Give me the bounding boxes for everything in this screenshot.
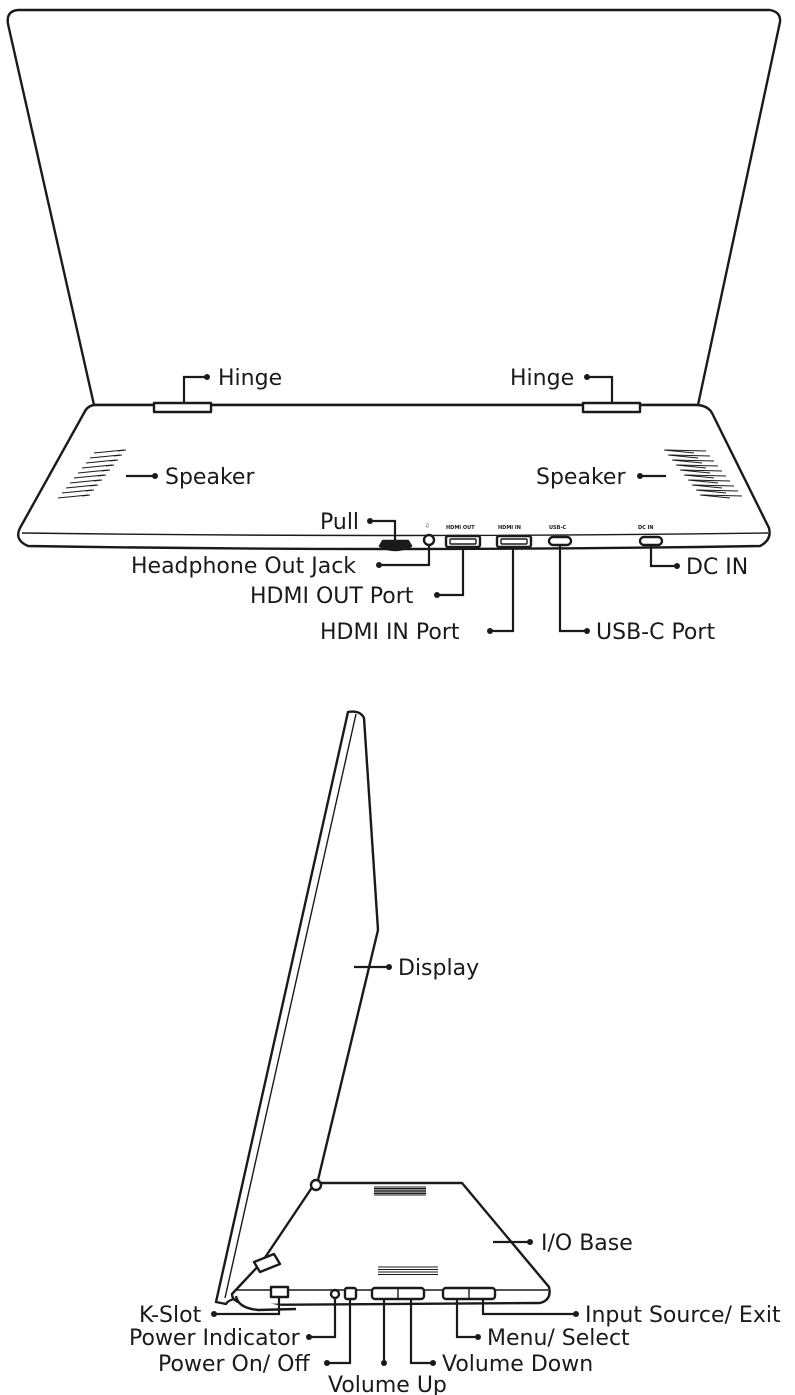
- grille-line: [117, 449, 127, 452]
- grille-line: [109, 459, 119, 462]
- power-indicator-led: [329, 1288, 341, 1300]
- label-hdmi-in: HDMI IN Port: [320, 620, 460, 645]
- volume-down-leader: [409, 1300, 432, 1365]
- top-view: ♫ HDMI OUT HDMI IN USB-C DC IN Hinge: [6, 8, 782, 645]
- input-source-leader: [481, 1300, 575, 1316]
- grille-line: [697, 489, 739, 492]
- grille-line: [85, 489, 95, 492]
- hdmi-in-port-inner: [500, 538, 528, 545]
- grille-line: [681, 469, 723, 472]
- label-hinge-left: Hinge: [218, 366, 282, 391]
- label-volume-up: Volume Up: [328, 1373, 447, 1395]
- pull-notch: [378, 539, 413, 552]
- power-indicator-leader: [310, 1299, 337, 1339]
- grille-line: [689, 479, 731, 482]
- headphone-jack: [422, 533, 436, 547]
- grille-line: [673, 459, 715, 462]
- label-headphone: Headphone Out Jack: [131, 554, 356, 579]
- hinge-left-shape: [152, 401, 213, 414]
- grille-line: [93, 479, 103, 482]
- label-power-on-off: Power On/ Off: [158, 1352, 310, 1377]
- grille-line: [665, 449, 707, 452]
- side-display-edge: [224, 713, 357, 1299]
- grille-line: [89, 484, 99, 487]
- power-button-shape: [343, 1286, 358, 1301]
- side-base-vent-top: [374, 1186, 426, 1196]
- grille-line: [97, 474, 107, 477]
- hdmi-in-marking: HDMI IN: [498, 525, 521, 531]
- label-power-indicator: Power Indicator: [129, 1326, 301, 1351]
- label-hinge-right: Hinge: [510, 366, 574, 391]
- side-base-vent-front: [378, 1266, 438, 1276]
- hdmi-in-port: [495, 534, 533, 549]
- grille-line: [685, 474, 727, 477]
- label-hdmi-out: HDMI OUT Port: [250, 584, 414, 609]
- grille-line: [677, 464, 719, 467]
- base-outline: [17, 403, 771, 551]
- hdmi-out-marking: HDMI OUT: [446, 525, 475, 531]
- k-slot-shape: [269, 1285, 290, 1299]
- grille-line: [113, 454, 123, 457]
- speaker-left-grille: [57, 449, 127, 499]
- grille-line: [701, 494, 743, 497]
- grille-line: [693, 484, 735, 487]
- dc-in-leader: [649, 546, 676, 568]
- base-front-edge: [21, 532, 769, 537]
- hdmi-out-leader: [438, 548, 465, 597]
- hinge-left-leader: [182, 375, 206, 403]
- power-on-off-leader: [328, 1300, 352, 1365]
- dc-in-marking: DC IN: [638, 525, 654, 531]
- label-display: Display: [398, 956, 479, 981]
- label-menu-select: Menu/ Select: [487, 1326, 630, 1351]
- label-io-base: I/O Base: [541, 1231, 633, 1256]
- k-slot-leader: [215, 1298, 281, 1316]
- usb-c-marking: USB-C: [549, 525, 567, 531]
- hdmi-out-port-inner: [449, 538, 477, 545]
- label-pull: Pull: [320, 510, 359, 535]
- menu-select-leader: [455, 1300, 477, 1339]
- grille-line: [105, 464, 115, 467]
- label-speaker-right: Speaker: [536, 465, 626, 490]
- side-view: Display I/O Base K-Slot Power Indicator …: [129, 710, 781, 1395]
- hinge-right-shape: [581, 401, 642, 414]
- label-speaker-left: Speaker: [165, 465, 255, 490]
- label-input-source: Input Source/ Exit: [585, 1303, 781, 1328]
- usb-c-port: [547, 535, 573, 547]
- kickstand-tab: [252, 1252, 282, 1274]
- grille-line: [81, 494, 91, 497]
- headphone-leader: [380, 546, 431, 567]
- display-panel-outline: [6, 8, 782, 407]
- grille-line: [669, 454, 711, 457]
- side-base-outline: [230, 1181, 551, 1307]
- hinge-knob: [309, 1178, 323, 1192]
- label-volume-down: Volume Down: [442, 1352, 593, 1377]
- label-k-slot: K-Slot: [139, 1303, 202, 1328]
- speaker-right-grille: [663, 449, 743, 499]
- hdmi-out-port: [444, 534, 482, 549]
- hdmi-in-leader: [491, 548, 515, 633]
- label-usb-c: USB-C Port: [596, 620, 715, 645]
- grille-line: [101, 469, 111, 472]
- pull-leader: [371, 519, 397, 544]
- headphone-symbol: ♫: [425, 523, 429, 529]
- label-dc-in: DC IN: [686, 555, 748, 580]
- usb-c-leader: [558, 546, 586, 633]
- side-base-foot: [234, 1295, 297, 1312]
- hinge-right-leader: [588, 375, 614, 403]
- dc-in-port: [638, 535, 664, 547]
